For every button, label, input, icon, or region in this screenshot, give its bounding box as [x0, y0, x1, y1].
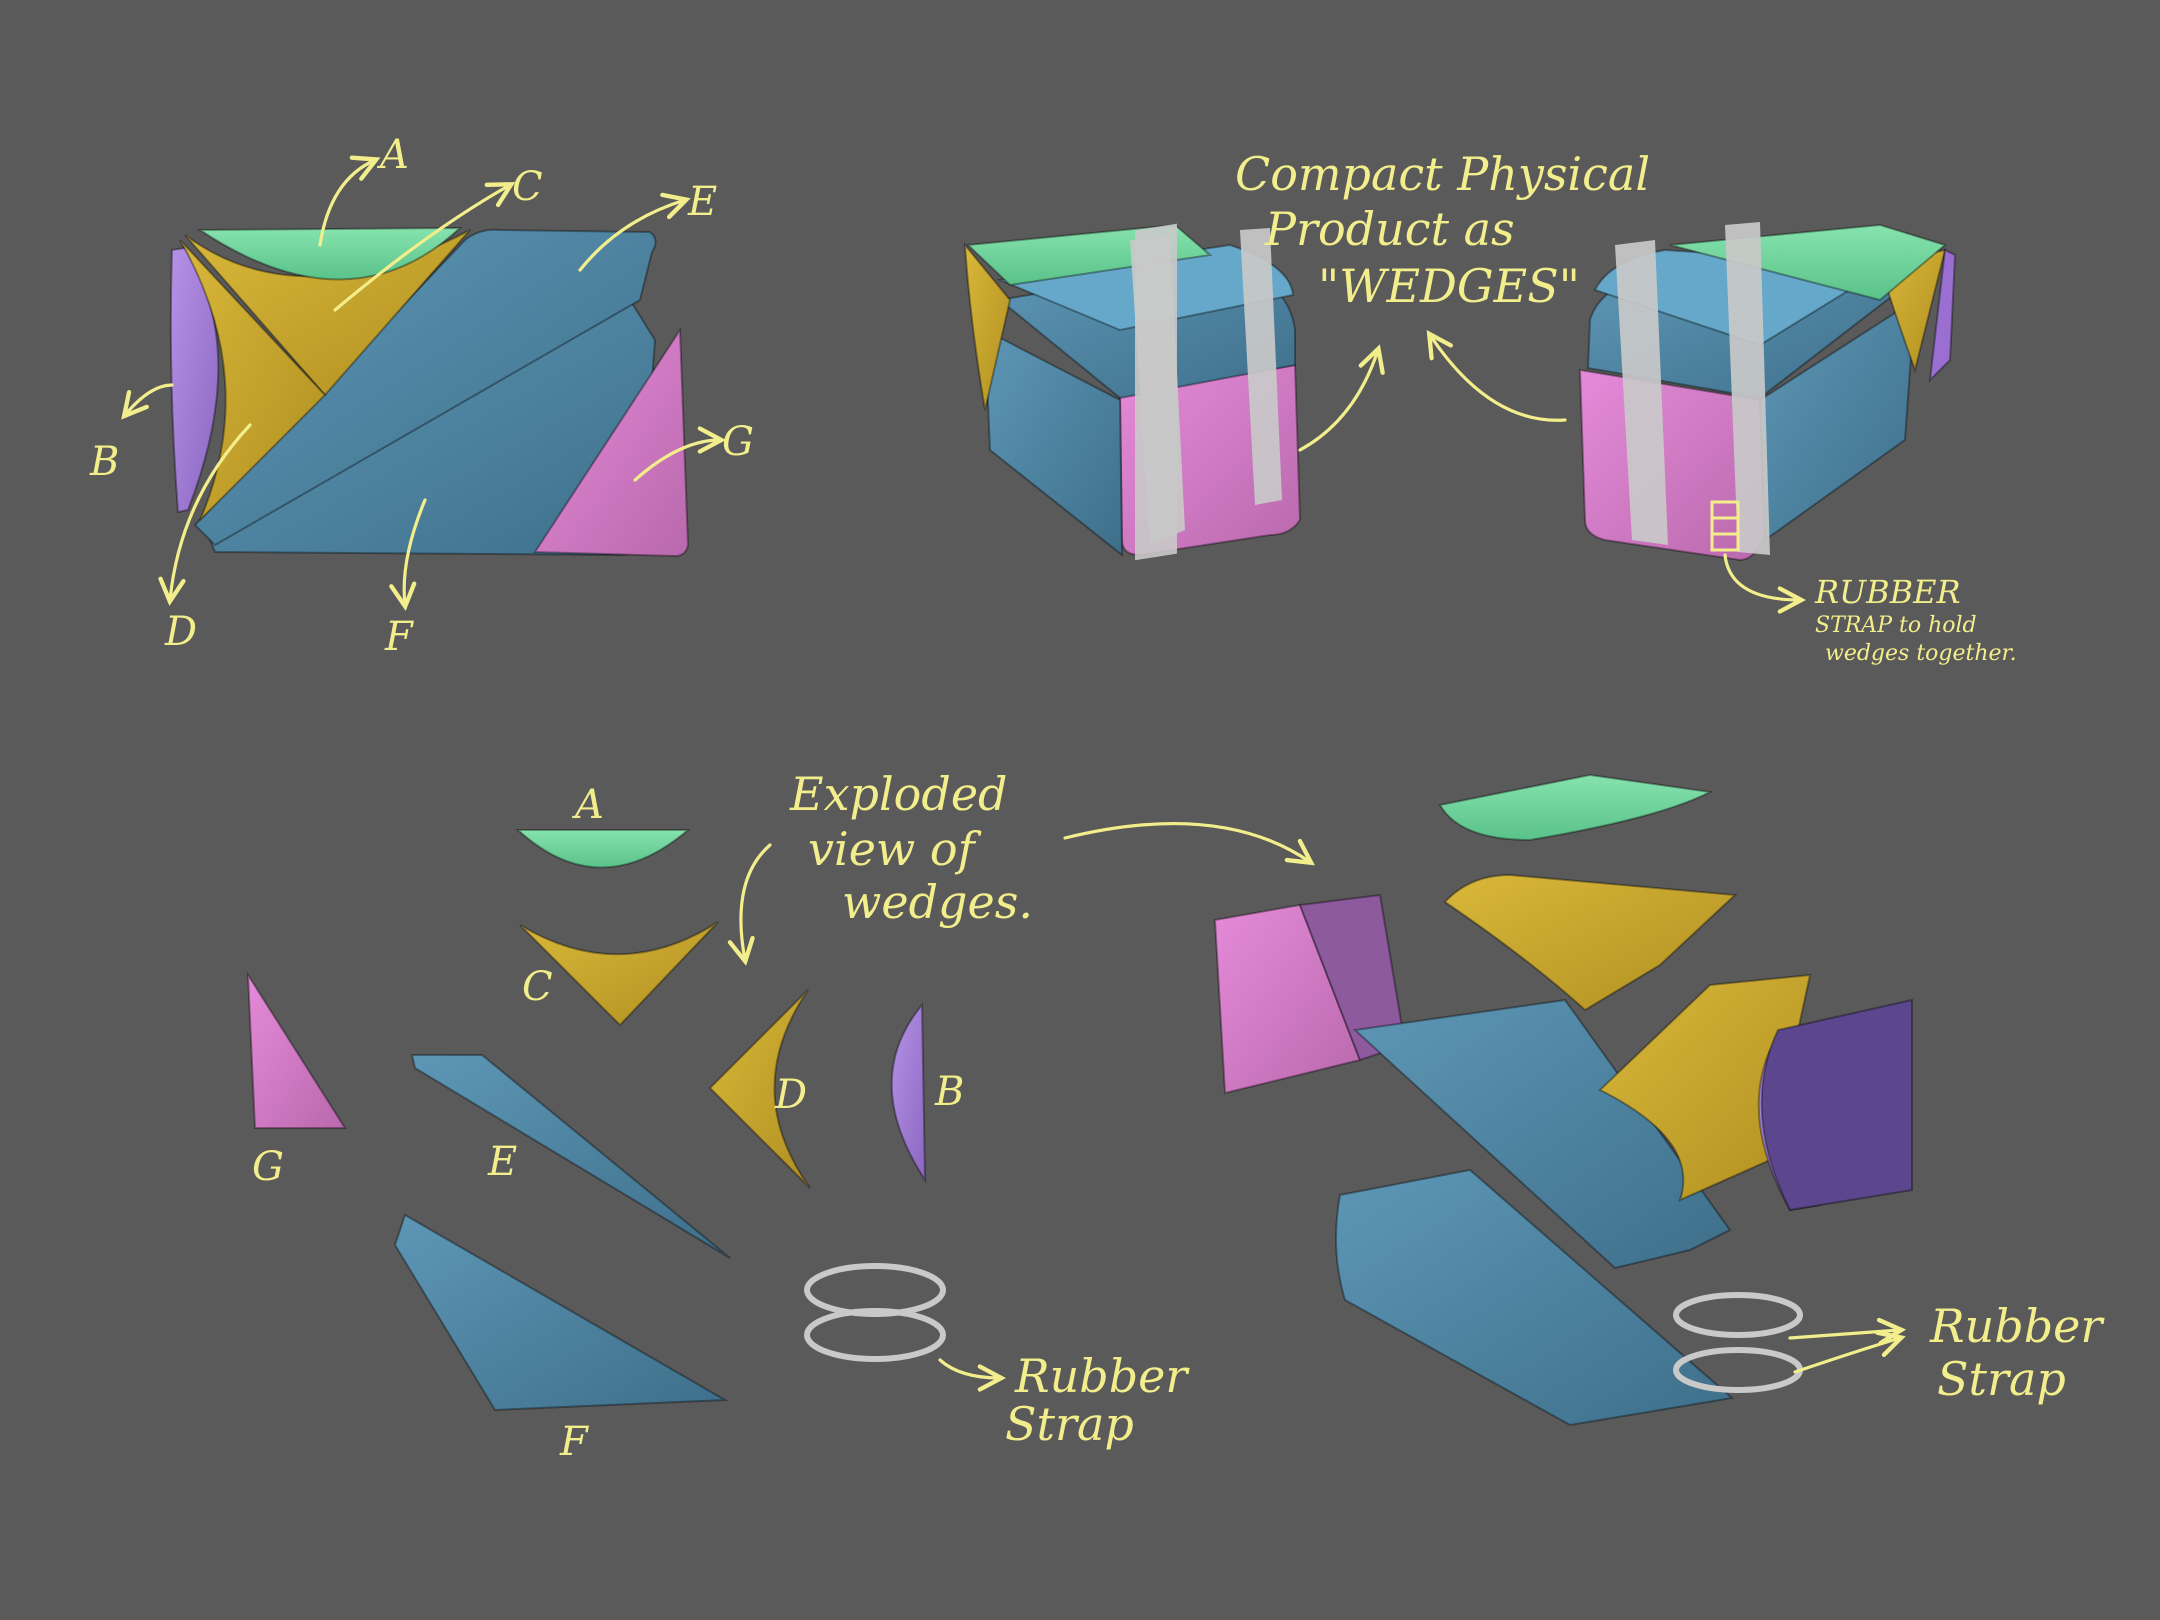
label-c: C — [512, 164, 543, 210]
label-g: G — [722, 419, 754, 465]
product-note-line2: Product as — [1264, 202, 1515, 256]
exploded-label-g: G — [252, 1144, 284, 1190]
exploded-perspective-view: Rubber Strap — [1215, 775, 2105, 1425]
rubber-left-line1: Rubber — [1014, 1349, 1190, 1403]
cube-perspective-left — [965, 224, 1300, 561]
exploded-label-b: B — [934, 1069, 964, 1115]
strap-note-line2: STRAP to hold — [1815, 613, 1977, 638]
strap-note-line3: wedges together. — [1825, 641, 2017, 666]
rubber-strap-annotation: RUBBER STRAP to hold wedges together. — [1725, 555, 2017, 666]
label-f: F — [384, 614, 414, 660]
exploded-wedge-g — [248, 975, 345, 1128]
label-e: E — [687, 179, 717, 225]
rubber-right-line1: Rubber — [1929, 1299, 2105, 1353]
exploded-label-d: D — [774, 1072, 807, 1118]
cube-perspective-right — [1580, 222, 1955, 560]
exploded-note-line2: view of — [808, 822, 982, 876]
assembled-front-view: A C E B D F G — [89, 132, 754, 660]
exploded-wedge-e — [412, 1055, 730, 1258]
exploded-label-c: C — [522, 964, 553, 1010]
strap-note-title: RUBBER — [1814, 573, 1961, 611]
exploded-label-f: F — [559, 1419, 589, 1465]
exploded-note-line1: Exploded — [789, 767, 1008, 821]
exploded-note-line3: wedges. — [842, 875, 1033, 929]
rubber-right-line2: Strap — [1937, 1352, 2066, 1406]
label-b: B — [89, 439, 119, 485]
exploded-label-e: E — [487, 1139, 517, 1185]
exploded-label-a: A — [571, 782, 604, 828]
label-a: A — [376, 132, 409, 178]
rubber-left-line2: Strap — [1005, 1397, 1134, 1451]
label-d: D — [164, 609, 197, 655]
exploded-flat-view: A C G E D B F Rubber Strap — [248, 782, 1190, 1465]
exploded-wedge-a — [518, 830, 688, 868]
exploded-wedge-b — [892, 1005, 925, 1180]
product-note-line3: "WEDGES" — [1318, 259, 1580, 313]
product-note-line1: Compact Physical — [1235, 147, 1650, 201]
exploded-wedge-f — [395, 1215, 725, 1410]
rubber-strap-rings-left — [807, 1266, 943, 1359]
